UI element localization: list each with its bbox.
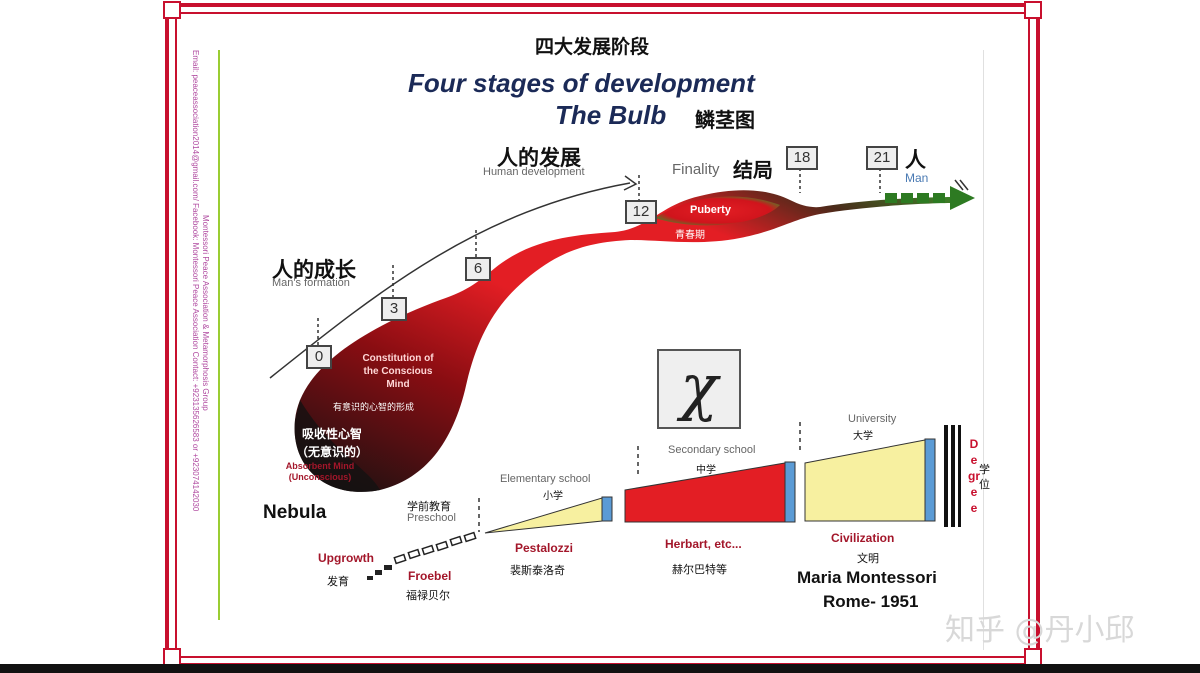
finality-en: Finality — [672, 161, 720, 178]
man-segment — [901, 193, 913, 203]
subtitle-en: The Bulb — [555, 100, 667, 130]
degree-bar — [944, 425, 948, 527]
herbart-en: Herbart, etc... — [665, 537, 742, 551]
froebel-cn: 福禄贝尔 — [406, 589, 450, 602]
preschool-en: Preschool — [407, 512, 456, 524]
right-margin-line — [983, 50, 984, 650]
froebel-en: Froebel — [408, 569, 452, 583]
age-box-18: 18 — [786, 146, 818, 170]
man-arrow-head — [950, 186, 975, 210]
absorbent-cn-1: 吸收性心智 — [302, 427, 363, 441]
outer-frame — [165, 3, 1040, 667]
man-segment — [933, 193, 945, 203]
human-development-arrow — [269, 182, 631, 379]
elementary-end — [601, 496, 613, 522]
elementary-wedge — [484, 497, 603, 534]
constitution-en: Constitution of the Conscious Mind — [362, 353, 434, 390]
elementary-en: Elementary school — [500, 473, 591, 485]
age-box-12: 12 — [625, 200, 657, 224]
civilization-en: Civilization — [831, 531, 895, 545]
university-cn: 大学 — [853, 431, 873, 442]
secondary-cn: 中学 — [696, 465, 716, 476]
absorbent-en: Absorbent Mind (Unconscious) — [285, 461, 355, 482]
secondary-end — [784, 461, 796, 523]
pestalozzi-en: Pestalozzi — [515, 541, 574, 555]
school-separators — [478, 422, 801, 532]
herbart-cn: 赫尔巴特等 — [672, 563, 727, 576]
man-en: Man — [905, 171, 929, 185]
upgrowth-cn: 发育 — [327, 575, 349, 588]
degree-bar — [958, 425, 961, 527]
bulb-base — [294, 400, 380, 492]
human-development-en: Human development — [483, 166, 585, 178]
university-end — [924, 438, 936, 522]
rome-label: Rome- 1951 — [823, 592, 919, 611]
subtitle-cn: 鳞茎图 — [695, 108, 755, 132]
university-en: University — [848, 413, 897, 425]
university-wedge — [804, 439, 926, 522]
title-en: Four stages of development — [408, 68, 755, 98]
absorbent-cn-2: （无意识的） — [296, 445, 369, 459]
man-cn: 人 — [905, 147, 926, 172]
chi-symbol-box: χ — [657, 349, 741, 429]
age-markers — [317, 168, 881, 345]
formation-cn: 人的成长 — [272, 257, 356, 282]
title-cn: 四大发展阶段 — [535, 36, 650, 58]
montessori-label: Maria Montessori — [797, 568, 937, 587]
age-box-6: 6 — [465, 257, 491, 281]
green-margin-line — [218, 50, 220, 620]
puberty-cn: 青春期 — [675, 230, 705, 241]
age-box-0: 0 — [306, 345, 332, 369]
frame-corner — [1024, 1, 1042, 19]
pestalozzi-cn: 裴斯泰洛奇 — [510, 564, 565, 577]
civilization-cn: 文明 — [857, 552, 879, 565]
watermark: 知乎 @丹小邱 — [945, 613, 1135, 648]
nebula-label: Nebula — [263, 502, 327, 523]
age-box-21: 21 — [866, 146, 898, 170]
inner-frame — [175, 12, 1030, 658]
constitution-cn: 有意识的心智的形成 — [333, 403, 415, 413]
man-segment — [917, 193, 929, 203]
elementary-cn: 小学 — [543, 491, 563, 502]
bottom-bar — [0, 664, 1200, 673]
age-box-3: 3 — [381, 297, 407, 321]
preschool-blocks — [393, 531, 477, 565]
degree-cn: 学位 — [979, 463, 990, 491]
human-development-cn: 人的发展 — [497, 145, 581, 170]
formation-en: Man's formation — [272, 277, 350, 289]
puberty-region — [655, 196, 780, 226]
secondary-en: Secondary school — [668, 444, 756, 456]
degree-en: Degree — [968, 437, 980, 515]
bulb-shape — [294, 190, 955, 492]
degree-bar — [951, 425, 955, 527]
frame-corner — [163, 1, 181, 19]
man-segment — [885, 193, 897, 203]
upgrowth-dashes — [367, 565, 392, 580]
arrow-head — [623, 175, 638, 191]
upgrowth-en: Upgrowth — [318, 551, 374, 565]
puberty-en: Puberty — [690, 204, 731, 216]
preschool-cn: 学前教育 — [407, 500, 451, 513]
finality-cn: 结局 — [733, 158, 773, 182]
